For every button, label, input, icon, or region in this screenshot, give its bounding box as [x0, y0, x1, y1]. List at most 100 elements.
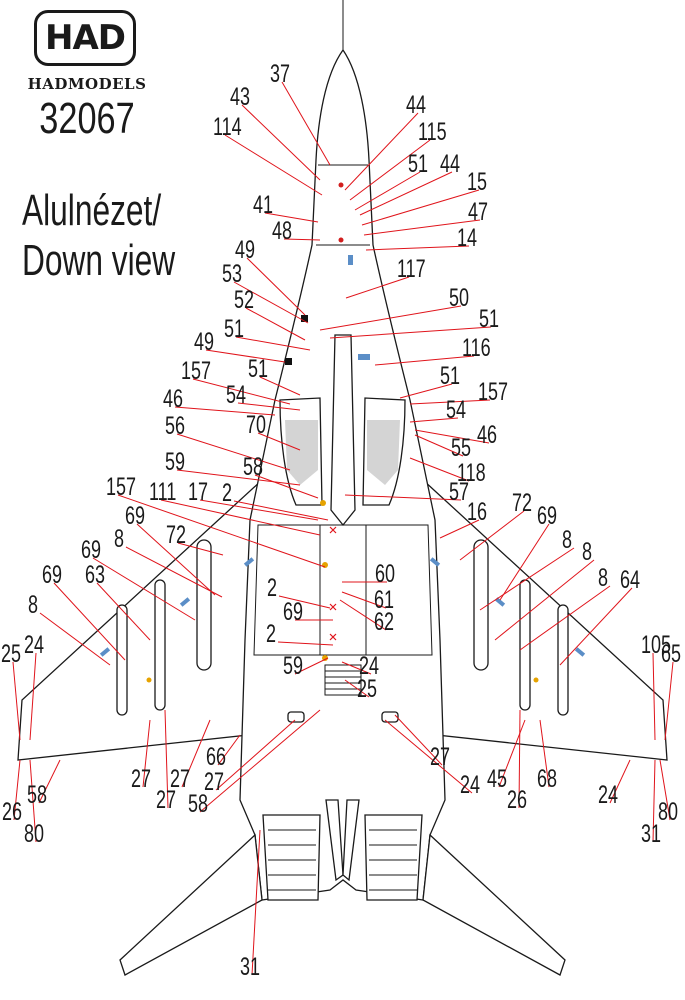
- callout-number: 68: [537, 764, 557, 793]
- callout-number: 63: [85, 560, 105, 589]
- marking-dot: [322, 655, 328, 661]
- callout-number: 72: [166, 520, 186, 549]
- leader-line: [659, 759, 671, 821]
- leader-line: [664, 661, 674, 741]
- callout-number: 55: [451, 433, 471, 462]
- leader-line: [439, 519, 480, 539]
- callout-number: 46: [477, 420, 497, 449]
- callout-number: 69: [125, 501, 145, 530]
- callout-number: 72: [512, 488, 532, 517]
- leader-line: [414, 429, 490, 444]
- callout-number: 43: [230, 82, 250, 111]
- callout-number: 51: [224, 314, 244, 343]
- callout-number: 41: [253, 190, 273, 219]
- leader-line: [136, 523, 216, 596]
- callout-number: 157: [478, 377, 508, 406]
- callout-number: 24: [460, 770, 480, 799]
- callout-number: 47: [468, 197, 488, 226]
- callout-number: 25: [357, 674, 377, 703]
- leader-line: [12, 661, 21, 741]
- callout-number: 56: [165, 411, 185, 440]
- callout-number: 2: [266, 619, 276, 648]
- callout-number: 49: [235, 235, 255, 264]
- callout-number: 26: [507, 785, 527, 814]
- callout-number: 111: [149, 477, 176, 506]
- leader-line: [499, 523, 550, 601]
- leader-line: [29, 759, 37, 843]
- marking-cross: [329, 526, 337, 534]
- leader-line: [96, 582, 151, 641]
- leader-line: [539, 719, 550, 788]
- callout-number: 59: [165, 447, 185, 476]
- callout-number: 49: [194, 327, 214, 356]
- callout-number: 51: [408, 149, 428, 178]
- callout-number: 8: [28, 590, 38, 619]
- callout-number: 25: [1, 639, 21, 668]
- leader-line: [217, 734, 241, 766]
- callout-number: 69: [42, 560, 62, 589]
- callout-number: 69: [537, 501, 557, 530]
- callout-number: 64: [620, 565, 640, 594]
- leader-line: [294, 657, 329, 675]
- leader-line: [359, 171, 453, 216]
- callout-number: 44: [440, 149, 460, 178]
- callout-number: 8: [562, 525, 572, 554]
- leader-line: [29, 652, 37, 741]
- leader-line: [345, 276, 410, 299]
- callout-number: 58: [188, 789, 208, 818]
- leader-line: [341, 591, 387, 609]
- callout-number: 65: [661, 639, 681, 668]
- leader-line: [117, 494, 326, 568]
- callout-number: 8: [582, 537, 592, 566]
- leader-line: [341, 661, 372, 675]
- leader-line: [409, 457, 470, 482]
- callout-number: 26: [2, 797, 22, 826]
- leader-line: [365, 245, 470, 251]
- leader-line: [199, 499, 319, 521]
- leader-line: [251, 829, 261, 976]
- callout-number: 157: [106, 472, 136, 501]
- leader-line: [363, 219, 481, 236]
- leader-line: [39, 612, 111, 666]
- brand-name: HADMODELS: [27, 75, 147, 93]
- callout-number: 66: [206, 742, 226, 771]
- leader-line: [518, 709, 521, 809]
- leader-line: [164, 709, 169, 809]
- leader-line: [277, 641, 334, 646]
- callout-number: 50: [449, 283, 469, 312]
- leader-line: [361, 189, 480, 226]
- view-title-en: Down view: [22, 236, 176, 285]
- marking-dot: [146, 677, 152, 683]
- callout-number: 53: [222, 259, 242, 288]
- kit-number: 32067: [39, 94, 135, 143]
- leader-line: [519, 585, 611, 651]
- airframe-outline: [17, 0, 668, 976]
- leader-line: [399, 383, 453, 399]
- brand-logo-text: HAD: [45, 18, 126, 58]
- callout-number: 8: [598, 563, 608, 592]
- leader-line: [235, 336, 311, 351]
- leader-line: [246, 257, 306, 316]
- callout-number: 27: [430, 742, 450, 771]
- leader-line: [409, 399, 491, 405]
- callout-number: 45: [487, 764, 507, 793]
- leader-line: [176, 433, 291, 471]
- callout-number: 59: [283, 651, 303, 680]
- leader-line: [414, 434, 464, 457]
- leader-line: [142, 719, 151, 788]
- leader-line: [281, 81, 331, 166]
- stencil-mark: [348, 255, 353, 265]
- leader-line: [384, 719, 473, 794]
- callout-number: 14: [457, 223, 477, 252]
- callout-number: 2: [222, 478, 232, 507]
- callout-number: 52: [234, 285, 254, 314]
- leader-line: [13, 759, 21, 821]
- leader-line: [354, 171, 421, 211]
- leader-line: [53, 582, 126, 661]
- leader-line: [224, 134, 323, 196]
- leader-line: [174, 406, 276, 416]
- leader-line: [652, 652, 656, 741]
- marking-cross: [329, 603, 337, 611]
